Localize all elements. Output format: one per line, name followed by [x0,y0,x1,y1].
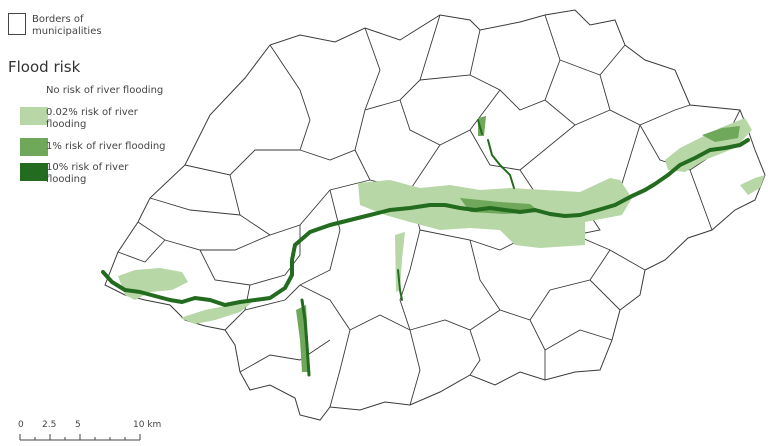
borders-legend-swatch [8,13,26,35]
legend-item-low-risk: 0.02% risk of river flooding [46,107,138,130]
scale-tick-5: 5 [75,420,81,430]
legend-item-mid-risk: 1% risk of river flooding [46,141,166,152]
legend-item-no-risk: No risk of river flooding [46,85,164,96]
municipality-borders [117,14,741,408]
legend-swatch-mid [20,138,48,156]
scale-tick-2-5: 2.5 [42,420,57,430]
legend-swatch-low [20,107,48,125]
scale-tick-10: 10 km [133,420,162,430]
borders-legend-label: Borders of municipalities [32,14,102,37]
scale-tick-0: 0 [18,420,24,430]
scale-bar [19,434,141,441]
legend-swatch-high [20,163,48,181]
legend-item-high-risk: 10% risk of river flooding [46,162,129,185]
flood-zone-high [101,119,750,377]
legend-title: Flood risk [8,58,81,76]
